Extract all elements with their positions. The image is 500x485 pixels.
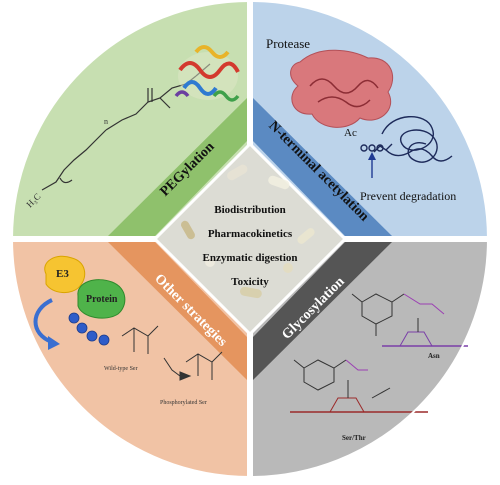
acetyl-label: Ac — [344, 127, 357, 139]
phospho-label: Phosphorylated Ser — [160, 400, 207, 406]
glyco-structure-asn — [351, 293, 468, 347]
peg-n: n — [104, 117, 108, 126]
center-item: Pharmacokinetics — [208, 228, 293, 240]
strip-pegylation — [108, 98, 247, 236]
arrow-up-icon — [368, 152, 376, 178]
ubiquitin-chain-icon — [68, 312, 110, 346]
glyco-structure-serthr — [290, 359, 428, 413]
wheel-outline — [11, 0, 489, 478]
target-protein-icon — [77, 279, 126, 319]
strip-n-terminal — [253, 98, 392, 236]
center-diamond — [152, 141, 348, 337]
e3-ligase-icon — [44, 255, 86, 293]
center-item: Enzymatic digestion — [202, 252, 297, 264]
pill-decor — [181, 164, 315, 299]
serine-structures — [121, 325, 223, 381]
center-item: Biodistribution — [214, 204, 286, 216]
prevent-degradation-label: Prevent degradation — [360, 189, 456, 203]
strip-other — [108, 242, 247, 380]
curved-arrow-icon — [33, 298, 60, 350]
strip-glycosylation — [253, 242, 392, 380]
center-items: Biodistribution Pharmacokinetics Enzymat… — [202, 204, 297, 288]
protease-blob-icon — [290, 49, 394, 128]
serthr-label: Ser/Thr — [342, 434, 366, 442]
center-item: Toxicity — [231, 276, 269, 288]
asn-label: Asn — [428, 352, 440, 360]
wild-type-label: Wild-type Ser — [104, 366, 138, 372]
e3-label: E3 — [56, 268, 69, 280]
protease-label: Protease — [266, 36, 310, 51]
protein-label: Protein — [86, 294, 118, 305]
protein-ribbon-icon — [174, 45, 240, 102]
peptide-tangle-icon — [360, 115, 453, 163]
